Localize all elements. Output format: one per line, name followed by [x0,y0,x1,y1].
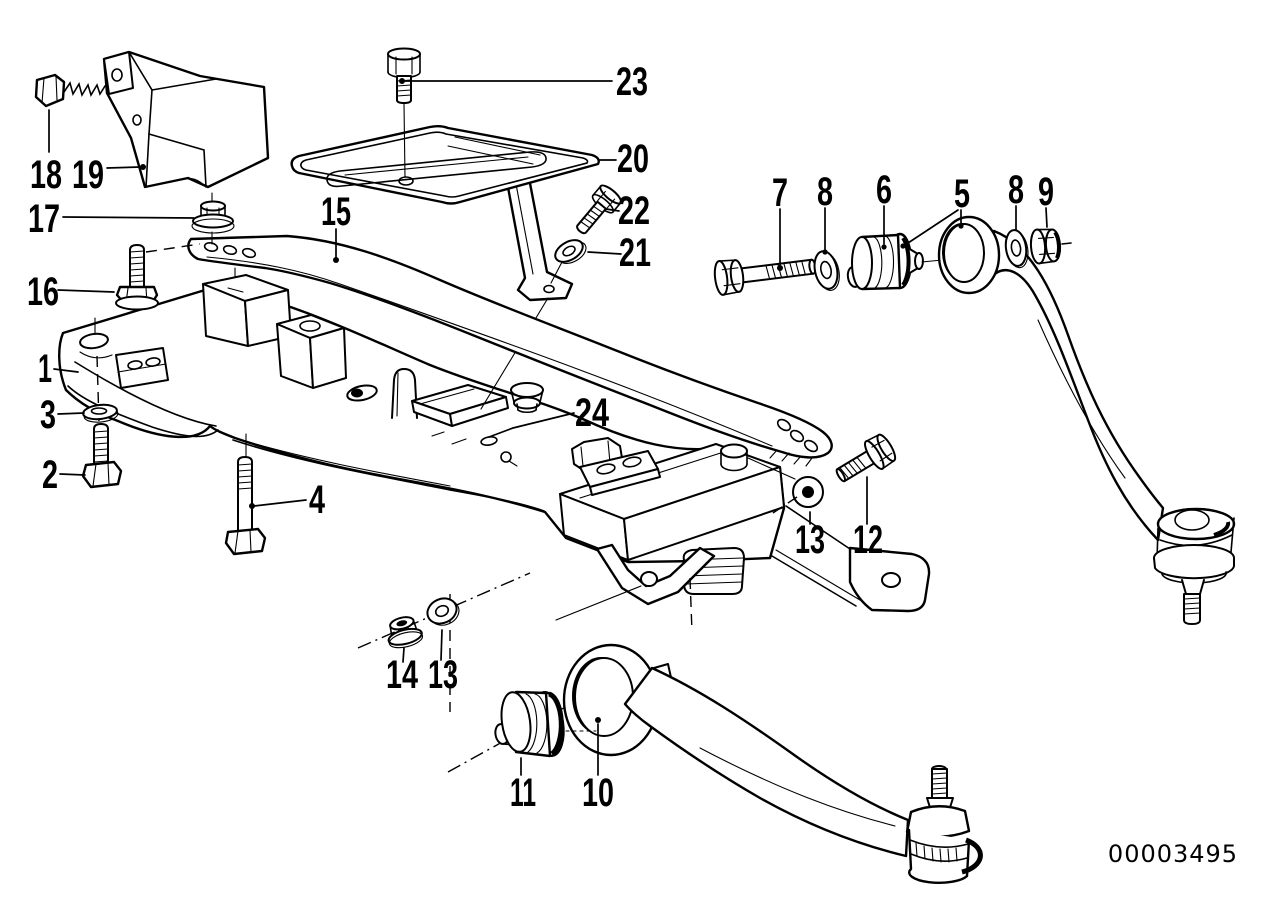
bolt-18 [34,73,106,108]
callout-12[interactable]: 12 [853,518,883,562]
washer-21 [554,239,587,264]
callout-13-mid[interactable]: 13 [795,518,825,562]
callout-4[interactable]: 4 [309,478,326,522]
axis-tick [1061,242,1072,245]
axis-12-dash [766,496,798,518]
middle-mount-block [276,314,347,389]
callout-7[interactable]: 7 [772,171,788,215]
right-box-section [559,443,785,561]
callout-2[interactable]: 2 [42,453,58,497]
nut-9 [1029,228,1062,265]
callout-23[interactable]: 23 [616,60,648,104]
floor-details [346,368,518,467]
bolt-22 [576,184,623,235]
bolt-boss [720,443,748,472]
washer-13-lower [426,597,460,626]
callout-5[interactable]: 5 [954,172,970,216]
washer-8-left [813,250,840,291]
callout-9[interactable]: 9 [1038,170,1054,214]
callout-21[interactable]: 21 [619,231,651,275]
callout-6[interactable]: 6 [876,168,892,212]
bolt-7 [713,258,817,296]
cover-plate-assembly [290,47,623,410]
bushing-11 [494,690,565,758]
leader-lines [48,78,1048,776]
callout-10[interactable]: 10 [582,771,614,815]
callout-11[interactable]: 11 [510,771,536,815]
ball-joint-lower [905,765,983,884]
slotted-bracket [579,450,661,496]
drawing-number: 00003495 [1108,840,1238,868]
callout-8-left[interactable]: 8 [817,170,833,214]
callout-22[interactable]: 22 [618,189,650,233]
washer-8-right [1004,229,1029,269]
plate-support-leg [505,176,574,302]
callout-16[interactable]: 16 [27,270,59,314]
v-bracket [595,543,716,606]
callout-19[interactable]: 19 [72,153,104,197]
plug-24 [510,382,544,414]
callout-1[interactable]: 1 [38,347,52,391]
callout-24[interactable]: 24 [575,391,610,435]
callout-14[interactable]: 14 [386,653,419,697]
front-axle-support [58,267,931,613]
callout-labels: 18 19 17 16 15 23 20 22 21 7 8 6 5 8 9 1… [27,60,1054,815]
bushing-6 [846,232,924,291]
callout-18[interactable]: 18 [30,153,62,197]
heat-shield [102,50,270,189]
nut-17 [191,192,235,245]
upper-arm-assembly [713,215,1236,625]
bolt-23 [387,47,421,178]
cover-plate [290,125,600,205]
right-end-mount [771,505,931,613]
lower-control-arm [562,643,983,884]
callout-13-lower[interactable]: 13 [428,653,458,697]
callout-3[interactable]: 3 [40,393,56,437]
bolt-4 [224,433,267,556]
washer-to-foot-line [550,261,563,284]
callout-17[interactable]: 17 [28,197,60,241]
ball-joint-upper [1153,507,1236,625]
boss-leader-line [747,457,796,480]
foot-to-clamp-line [480,297,549,410]
callout-20[interactable]: 20 [617,137,649,181]
bolt-16 [115,243,201,311]
upper-control-arm-5 [937,215,1236,625]
nut-14 [387,616,424,649]
arm-eye-10 [562,643,677,757]
washer-13-right [792,476,824,508]
bolt-2 [81,423,123,489]
front-lip-bracket [115,347,169,389]
tension-strut-bar [187,234,833,467]
callout-8-right[interactable]: 8 [1008,168,1024,212]
left-mount-hole [79,317,113,359]
callout-15[interactable]: 15 [321,190,351,234]
bolt-12 [835,433,897,483]
